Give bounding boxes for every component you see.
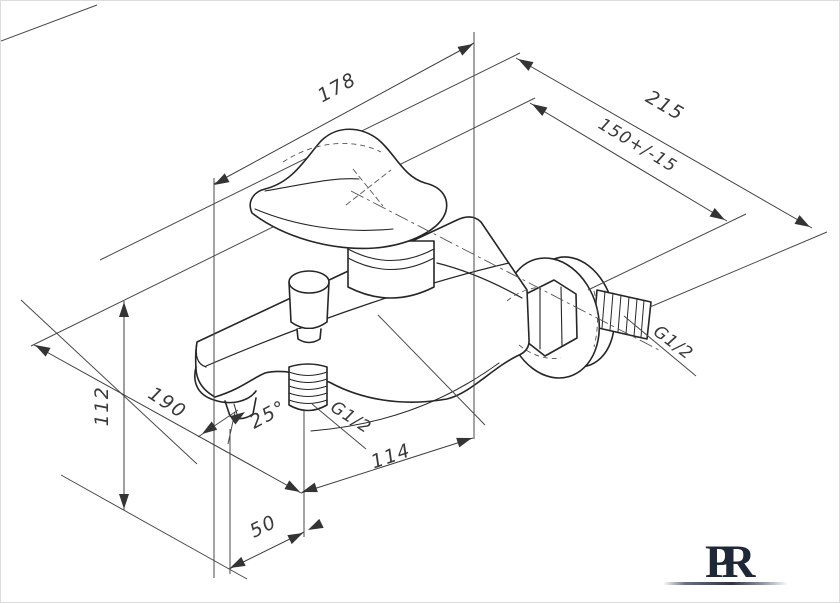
dim-label-178: 178 (314, 68, 360, 107)
hidden-centerlines (282, 143, 660, 359)
diverter-knob (288, 270, 330, 344)
dim-label-215: 215 (642, 86, 688, 125)
dim-label-g12-bottom: G1/2 (327, 397, 375, 438)
bottom-outlet-thread (288, 363, 328, 412)
dimension-arrowheads (35, 44, 810, 568)
dim-label-114: 114 (368, 439, 414, 473)
dim-label-112: 112 (91, 386, 113, 427)
lever-handle (249, 128, 448, 250)
dim-label-190: 190 (144, 383, 190, 424)
body-plate (194, 216, 530, 403)
dimension-lines (33, 42, 813, 570)
faucet-body-drawing (194, 128, 652, 432)
dim-label-50: 50 (246, 511, 280, 543)
dim-label-25deg: 25° (246, 396, 290, 433)
